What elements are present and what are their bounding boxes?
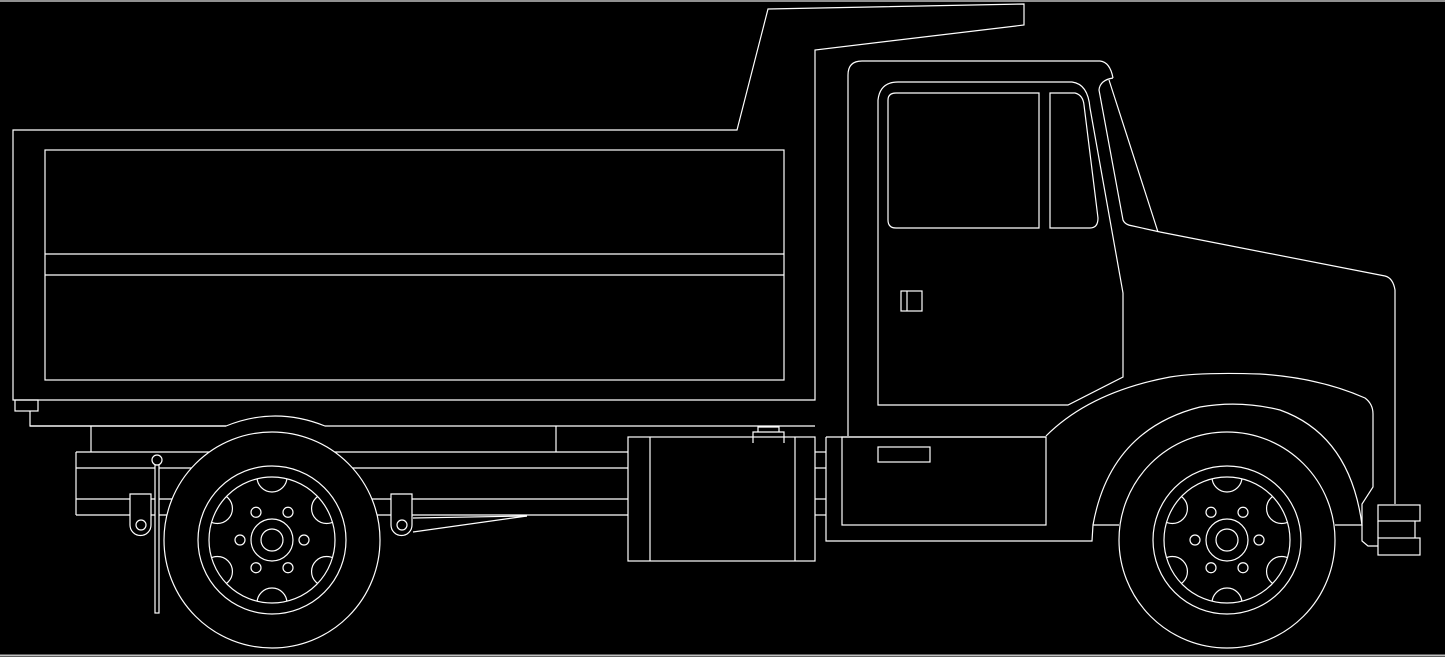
dump-body-outline [12,3,1025,401]
rim-inner [1163,476,1291,604]
rim-cutout [1211,477,1243,493]
lug-hole [282,506,294,518]
fuel-tank [627,426,816,562]
step-plate [877,446,931,463]
lug-hole [1189,534,1201,546]
front-bumper [1377,504,1421,556]
hood [1159,231,1396,504]
rim-outer [1152,465,1302,615]
dump-body [12,3,1025,452]
a-pillar [1098,77,1161,233]
subframe-line [30,415,815,427]
rim-cutout [256,587,288,603]
spring-hanger-front [390,493,413,537]
leaf-spring [412,515,528,519]
lug-hole [282,562,294,574]
leaf-spring [412,515,528,533]
hub [250,518,294,562]
hub-center [260,528,284,552]
cab-outline [847,60,1114,436]
tire [1118,431,1336,649]
door-window [887,92,1040,229]
hub-center [1215,528,1239,552]
lug-hole [298,534,310,546]
rim-outer [197,465,347,615]
front-wheel [1118,431,1336,649]
lug-hole [1237,562,1249,574]
hub [1205,518,1249,562]
dump-body-panel [44,149,785,381]
tail-hinge [14,399,39,412]
rim-inner [208,476,336,604]
fuel-cap [752,431,785,443]
lug-hole [1237,506,1249,518]
battery-box [825,436,1119,542]
lug-hole [250,562,262,574]
spring-hanger-rear [129,493,152,537]
rim-cutout [1211,587,1243,603]
cab-door [877,81,1124,406]
tire [163,431,381,649]
front-fender [1045,372,1378,547]
lug-hole [234,534,246,546]
lug-hole [250,506,262,518]
lug-hole [1205,562,1217,574]
mud-flap-rod [151,454,163,614]
subframe-line [29,411,226,427]
door-handle [900,290,923,312]
vent-window [1049,92,1099,229]
rear-wheel [163,431,381,649]
lug-hole [1205,506,1217,518]
windshield-edge [1108,79,1159,233]
cab [847,60,1396,504]
lug-hole [1253,534,1265,546]
rim-cutout [256,477,288,493]
